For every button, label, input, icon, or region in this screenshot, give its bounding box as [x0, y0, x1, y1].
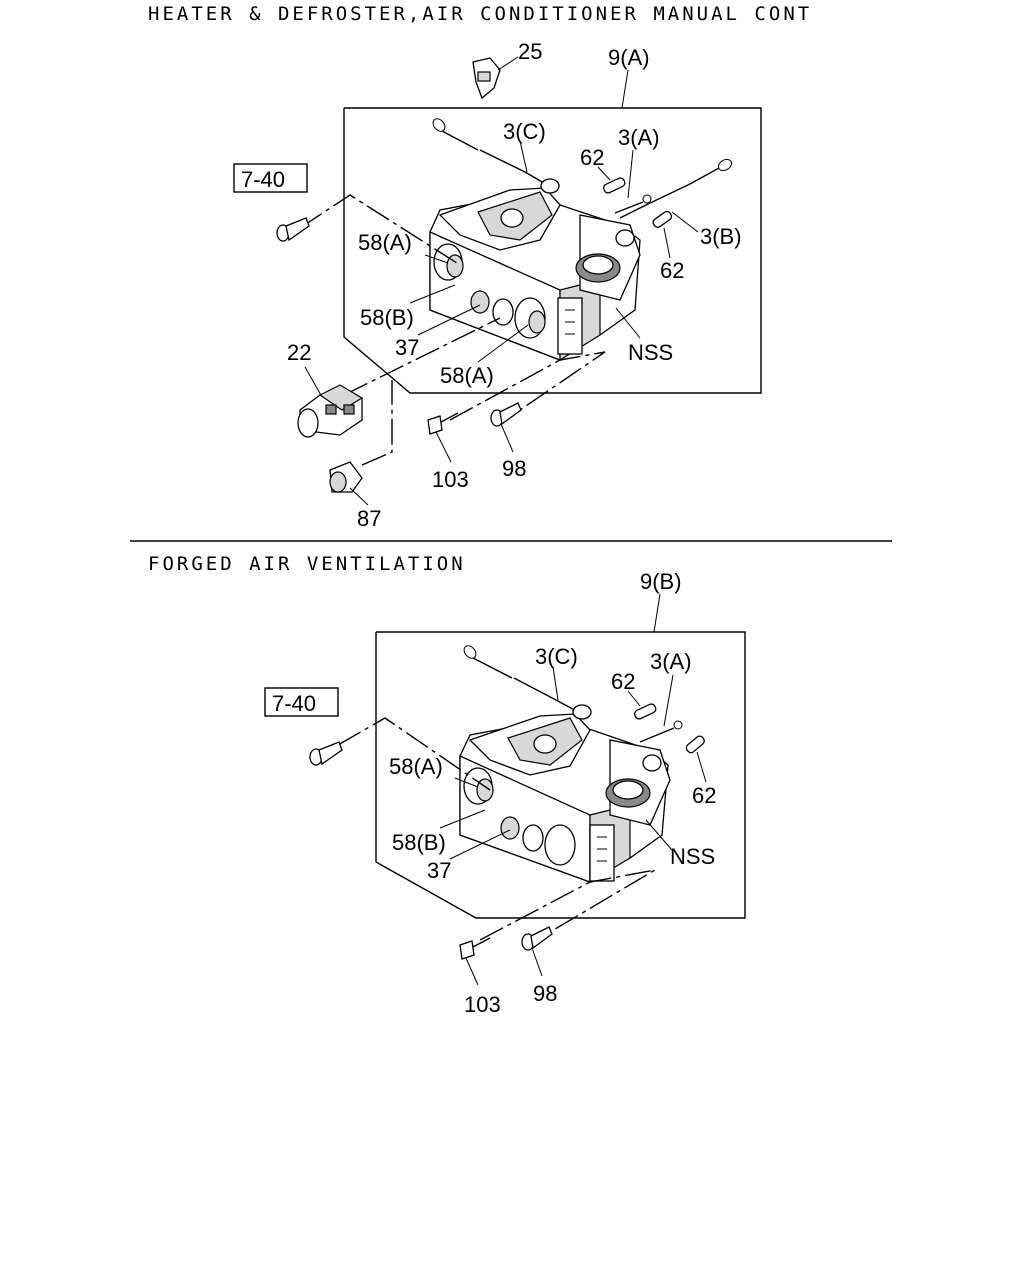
- label-3c: 3(C): [503, 119, 546, 144]
- label-3a-b: 3(A): [650, 649, 692, 674]
- pin-62-lower-b: [685, 735, 705, 754]
- label-3a: 3(A): [618, 125, 660, 150]
- cable-3a: [614, 194, 652, 214]
- label-62-lower-b: 62: [692, 783, 716, 808]
- section-title-forged-air: FORGED AIR VENTILATION: [148, 553, 466, 575]
- assembly-frame-9a: [343, 107, 762, 394]
- label-87: 87: [357, 506, 381, 531]
- pin-62-upper: [603, 177, 626, 194]
- label-3b: 3(B): [700, 224, 742, 249]
- leader-lines-section-1: [304, 56, 699, 506]
- label-58b: 58(B): [360, 305, 414, 330]
- label-62-upper: 62: [580, 145, 604, 170]
- screw-103-b: [459, 937, 491, 960]
- screw-103: [427, 412, 459, 435]
- screw-98: [490, 402, 522, 427]
- pin-62-upper-b: [634, 703, 657, 720]
- label-9b: 9(B): [640, 569, 682, 594]
- label-nss: NSS: [628, 340, 673, 365]
- install-line-screw-7-40: [299, 194, 461, 266]
- label-98: 98: [502, 456, 526, 481]
- label-58a-lower: 58(A): [440, 363, 494, 388]
- bulb-socket-87: [329, 461, 363, 493]
- label-37-b: 37: [427, 858, 451, 883]
- label-103-b: 103: [464, 992, 501, 1017]
- install-line-screws-103-98: [449, 351, 606, 421]
- install-line-screw-7-40-b: [337, 717, 491, 791]
- label-62-lower: 62: [660, 258, 684, 283]
- label-103: 103: [432, 467, 469, 492]
- label-37: 37: [395, 335, 419, 360]
- control-unit-body: [429, 178, 641, 362]
- label-58b-b: 58(B): [392, 830, 446, 855]
- label-nss-b: NSS: [670, 844, 715, 869]
- reference-box-7-40-b: [264, 687, 339, 717]
- install-line-screws-103-98-b: [479, 869, 656, 941]
- screw-7-40: [276, 217, 310, 242]
- label-98-b: 98: [533, 981, 557, 1006]
- install-line-switch-22: [343, 317, 501, 396]
- install-line-bulb-87: [361, 380, 393, 466]
- screw-7-40-b: [309, 741, 343, 766]
- label-62-upper-b: 62: [611, 669, 635, 694]
- section-title-heater: HEATER & DEFROSTER,AIR CONDITIONER MANUA…: [148, 3, 813, 25]
- label-22: 22: [287, 340, 311, 365]
- heater-ac-control-assembly: 25 9(A) 3(C) 3(A) 62 3(B) 62 7-40 58(A) …: [233, 39, 762, 531]
- label-9a: 9(A): [608, 45, 650, 70]
- switch-22: [297, 384, 364, 438]
- reference-box-7-40: [233, 163, 308, 193]
- label-ref-7-40: 7-40: [241, 167, 285, 192]
- label-3c-b: 3(C): [535, 644, 578, 669]
- leader-lines-section-2: [439, 593, 707, 986]
- cable-3a-b: [639, 720, 683, 743]
- label-ref-7-40-b: 7-40: [272, 691, 316, 716]
- label-25: 25: [518, 39, 542, 64]
- clip-25: [472, 57, 501, 100]
- assembly-frame-9b: [375, 631, 746, 919]
- cable-3b: [619, 158, 733, 219]
- forged-air-ventilation-assembly: 9(B) 3(C) 3(A) 62 62 7-40 58(A) 58(B) 37…: [264, 569, 746, 1017]
- pin-62-lower: [652, 210, 673, 228]
- control-unit-body-b: [459, 704, 671, 884]
- label-58a-upper: 58(A): [358, 230, 412, 255]
- screw-98-b: [521, 926, 553, 951]
- label-58a-b: 58(A): [389, 754, 443, 779]
